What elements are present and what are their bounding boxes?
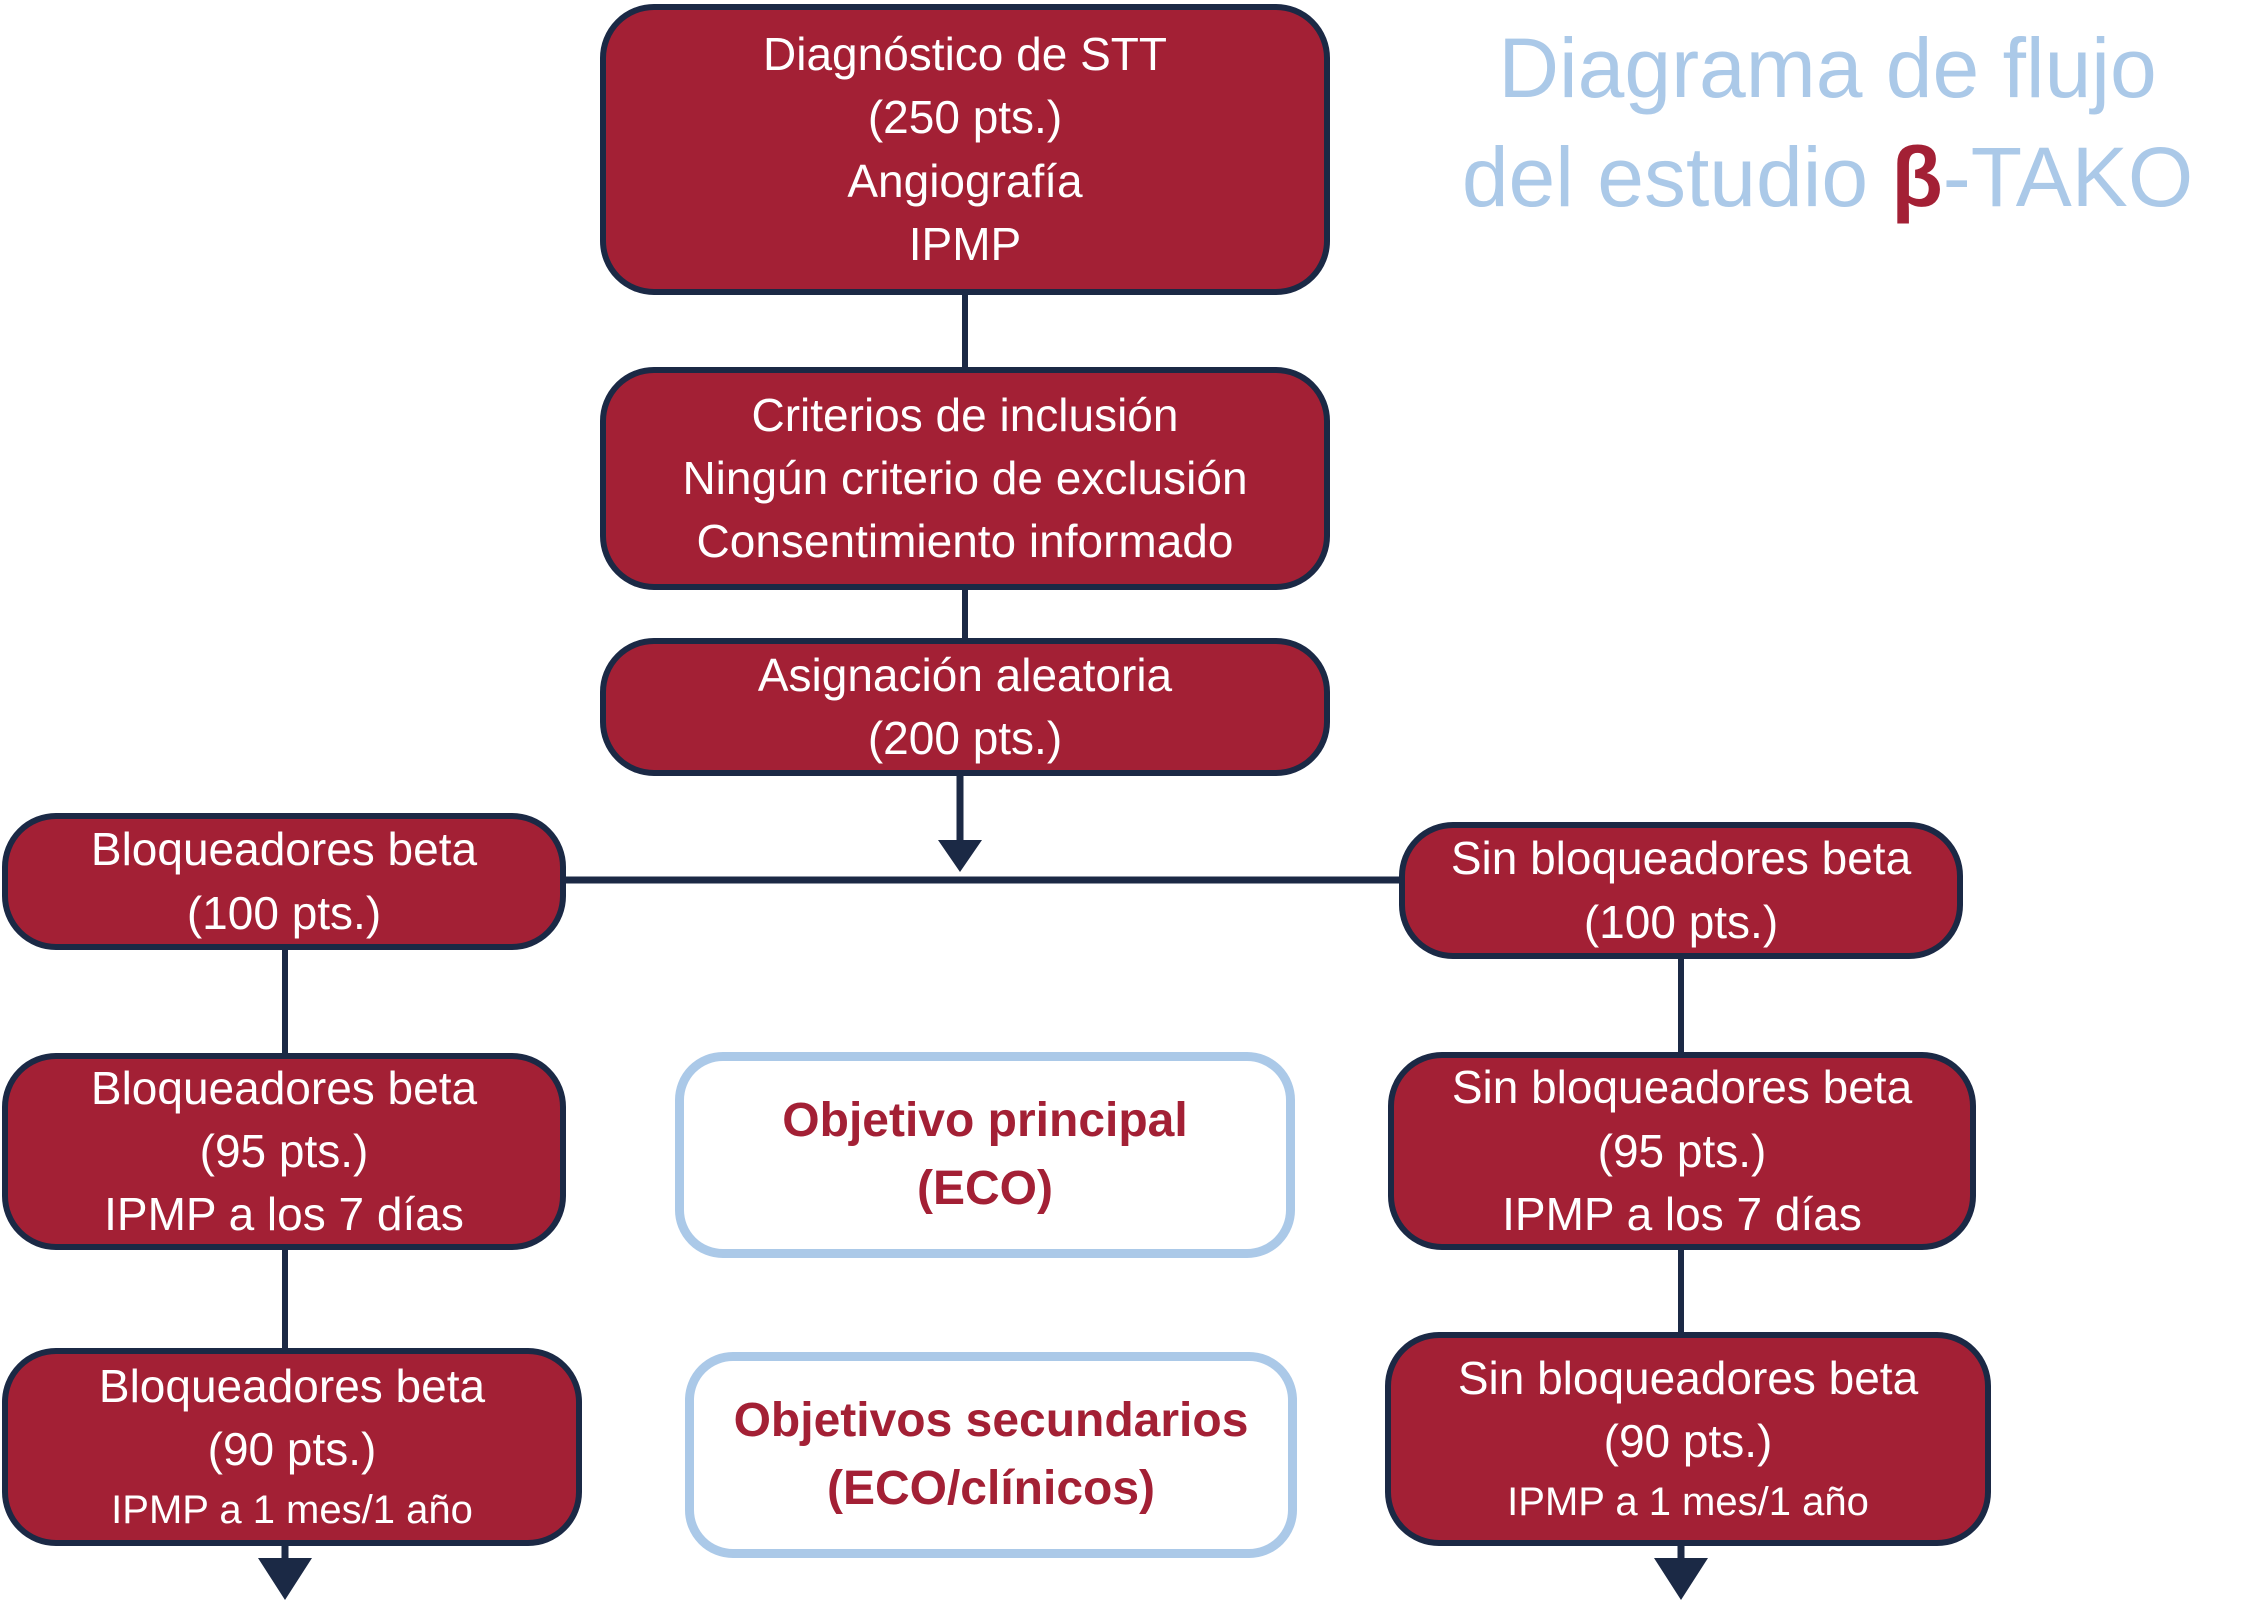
box-text-line: (ECO/clínicos) — [826, 1462, 1156, 1515]
box-text-line: Bloqueadores beta — [90, 823, 478, 876]
box-criterios: Criterios de inclusión Ningún criterio d… — [600, 367, 1330, 590]
box-text-line: Diagnóstico de STT — [763, 28, 1167, 81]
box-text-line: Objetivos secundarios — [733, 1393, 1249, 1447]
box-text-line: (90 pts.) — [207, 1423, 377, 1475]
left-exit-arrowhead-icon — [258, 1558, 312, 1600]
box-asignacion: Asignación aleatoria (200 pts.) — [600, 638, 1330, 776]
title-text-3: -TAKO — [1942, 130, 2194, 225]
box-beta-95: Bloqueadores beta (95 pts.) IPMP a los 7… — [2, 1053, 566, 1250]
box-text-line: IPMP — [908, 217, 1022, 270]
right-exit-arrowhead-icon — [1654, 1558, 1708, 1600]
box-text-line: (200 pts.) — [867, 712, 1063, 764]
title-text-1: Diagrama de flujo — [1498, 21, 2157, 115]
box-beta-90: Bloqueadores beta (90 pts.) IPMP a 1 mes… — [2, 1348, 582, 1546]
title-beta-symbol: β — [1891, 130, 1943, 225]
box-beta-100: Bloqueadores beta (100 pts.) — [2, 813, 566, 950]
box-sin-beta-100: Sin bloqueadores beta (100 pts.) — [1399, 822, 1963, 959]
diagram-title-line-2: del estudio β-TAKO — [1395, 123, 2260, 232]
box-text-line: Sin bloqueadores beta — [1451, 1061, 1913, 1114]
box-text-line: Ningún criterio de exclusión — [682, 451, 1248, 504]
title-text-2: del estudio — [1461, 130, 1892, 225]
box-text-line: Asignación aleatoria — [757, 648, 1173, 701]
box-text-line: Sin bloqueadores beta — [1457, 1351, 1919, 1404]
box-text-line: IPMP a 1 mes/1 año — [1507, 1480, 1869, 1525]
box-text-line: (250 pts.) — [867, 91, 1063, 144]
box-text-line: (100 pts.) — [186, 886, 382, 939]
box-text-line: Angiografía — [847, 154, 1083, 207]
box-text-line: Bloqueadores beta — [90, 1061, 478, 1114]
box-text-line: Criterios de inclusión — [751, 388, 1179, 441]
branch-arrowhead-icon — [938, 840, 982, 872]
box-text-line: Bloqueadores beta — [98, 1359, 486, 1412]
box-text-line: Objetivo principal — [782, 1093, 1188, 1147]
box-sin-beta-90: Sin bloqueadores beta (90 pts.) IPMP a 1… — [1385, 1332, 1991, 1546]
box-text-line: (95 pts.) — [199, 1125, 369, 1177]
box-diagnostico: Diagnóstico de STT (250 pts.) Angiografí… — [600, 4, 1330, 295]
box-text-line: (100 pts.) — [1583, 895, 1779, 948]
diagram-title: Diagrama de flujo del estudio β-TAKO — [1395, 14, 2260, 232]
box-text-line: IPMP a los 7 días — [1502, 1187, 1862, 1240]
box-objetivo-principal: Objetivo principal (ECO) — [675, 1052, 1295, 1258]
box-text-line: Consentimiento informado — [696, 515, 1234, 567]
diagram-title-line-1: Diagrama de flujo — [1395, 14, 2260, 123]
box-text-line: (ECO) — [917, 1162, 1053, 1215]
box-text-line: IPMP a los 7 días — [104, 1188, 464, 1241]
box-objetivos-secundarios: Objetivos secundarios (ECO/clínicos) — [685, 1352, 1297, 1558]
box-text-line: IPMP a 1 mes/1 año — [111, 1488, 473, 1533]
box-text-line: Sin bloqueadores beta — [1450, 832, 1912, 885]
box-sin-beta-95: Sin bloqueadores beta (95 pts.) IPMP a l… — [1388, 1052, 1976, 1250]
box-text-line: (95 pts.) — [1597, 1124, 1767, 1177]
box-text-line: (90 pts.) — [1603, 1415, 1773, 1467]
